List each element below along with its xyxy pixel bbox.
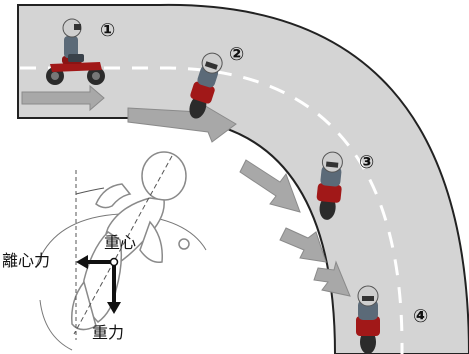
center-of-gravity-label: 重心	[104, 233, 136, 252]
direction-arrow-3	[239, 159, 301, 213]
handlebar-end-icon	[178, 238, 190, 250]
motorcycle-rider-4	[356, 285, 380, 354]
gravity-arrow	[107, 262, 121, 314]
centrifugal-force-label: 離心力	[2, 251, 50, 270]
motorcycle-rider-2	[189, 52, 223, 119]
step-marker-2: ②	[229, 44, 244, 65]
direction-arrow-1	[21, 84, 105, 112]
motorcycle-rider-1	[46, 18, 105, 85]
direction-arrow-5	[313, 260, 351, 297]
step-marker-1: ①	[100, 20, 115, 41]
motorcycle-rider-3	[316, 151, 343, 220]
step-marker-3: ③	[359, 152, 374, 173]
lean-axis-line	[73, 155, 173, 335]
direction-arrows	[21, 84, 351, 297]
step-marker-4: ④	[413, 306, 428, 327]
turn-arc-lower	[39, 299, 73, 351]
gravity-label: 重力	[92, 323, 124, 342]
lean-angle-arc	[75, 187, 105, 195]
centrifugal-force-arrow	[76, 255, 114, 269]
center-of-gravity-point	[109, 257, 119, 267]
direction-arrow-4	[279, 227, 327, 263]
force-diagram: 重心 離心力 重力	[2, 151, 207, 351]
road-center-line	[20, 66, 404, 354]
